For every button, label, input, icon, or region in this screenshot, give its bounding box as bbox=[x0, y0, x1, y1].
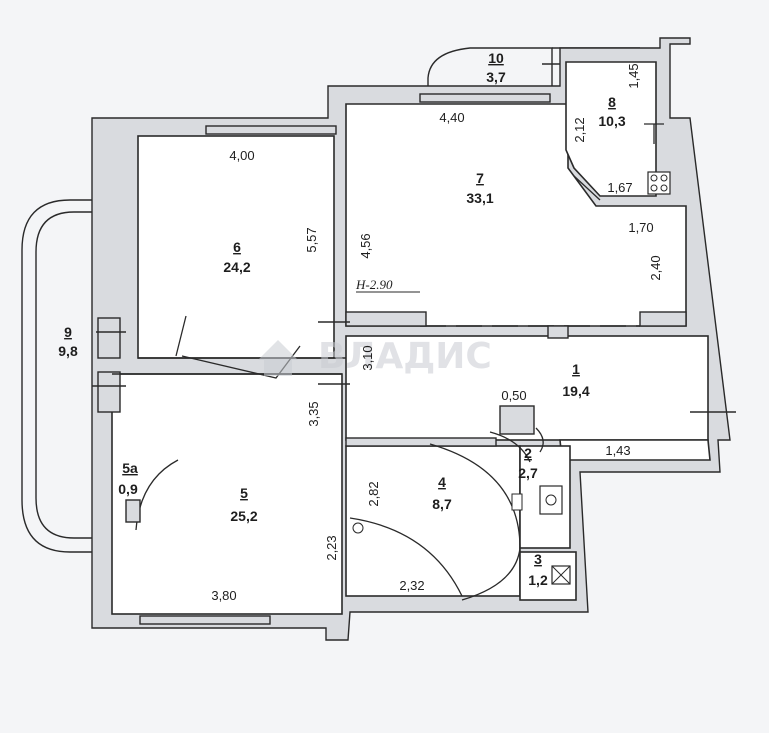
dim-2-32: 2,32 bbox=[399, 578, 424, 593]
dim-1-43: 1,43 bbox=[605, 443, 630, 458]
door-room-8 bbox=[573, 175, 601, 201]
dim-0-50: 0,50 bbox=[501, 388, 526, 403]
balcony-9-outline bbox=[21, 199, 112, 553]
room-3-number: 3 bbox=[534, 551, 542, 567]
room-2-area: 2,7 bbox=[518, 465, 538, 481]
dim-4-56: 4,56 bbox=[358, 233, 373, 258]
room-6-number: 6 bbox=[233, 239, 241, 255]
door-room-4-arc bbox=[349, 517, 463, 597]
room-8 bbox=[565, 61, 657, 197]
wall-stub-7-right bbox=[639, 311, 687, 327]
sink-icon bbox=[644, 123, 664, 144]
room-1 bbox=[345, 335, 709, 441]
stove-burner-icon bbox=[660, 174, 668, 182]
watermark-house-icon bbox=[258, 340, 298, 376]
dim-2-82: 2,82 bbox=[366, 481, 381, 506]
room-1-niche bbox=[559, 439, 711, 461]
room-8-number: 8 bbox=[608, 94, 616, 110]
door-room-6-leaf bbox=[175, 315, 187, 357]
stove-burner-icon bbox=[660, 184, 668, 192]
dim-3-35: 3,35 bbox=[306, 401, 321, 426]
room-5-area: 25,2 bbox=[230, 508, 257, 524]
dim-1-70: 1,70 bbox=[628, 220, 653, 235]
wall-stub-7 bbox=[345, 311, 427, 327]
room-7-number: 7 bbox=[476, 170, 484, 186]
dim-3-80: 3,80 bbox=[211, 588, 236, 603]
room-5a-area: 0,9 bbox=[118, 481, 138, 497]
window-balcony-6 bbox=[97, 317, 121, 359]
door-room-2 bbox=[489, 431, 531, 463]
room-10-area: 3,7 bbox=[486, 69, 506, 85]
stove-burner-icon bbox=[650, 174, 658, 182]
dim-2-40: 2,40 bbox=[648, 255, 663, 280]
room-8-area: 10,3 bbox=[598, 113, 625, 129]
stove-burner-icon bbox=[650, 184, 658, 192]
watermark-text: ВЛАДИС bbox=[318, 336, 492, 377]
room-5 bbox=[111, 373, 343, 615]
room-3-area: 1,2 bbox=[528, 572, 548, 588]
shaft bbox=[499, 405, 535, 435]
balcony-10-outline bbox=[427, 47, 553, 92]
dim-2-23: 2,23 bbox=[324, 535, 339, 560]
wardrobe-5a bbox=[125, 499, 141, 523]
dim-1-67: 1,67 bbox=[607, 180, 632, 195]
dim-4-00: 4,00 bbox=[229, 148, 254, 163]
dim-3-10: 3,10 bbox=[360, 345, 375, 370]
dim-1-45: 1,45 bbox=[626, 63, 641, 88]
partition-1-4 bbox=[345, 437, 497, 447]
room-9-area: 9,8 bbox=[58, 343, 78, 359]
window-room-7 bbox=[419, 93, 551, 103]
balcony-9-inner-outline bbox=[35, 211, 112, 539]
dim-4-40: 4,40 bbox=[439, 110, 464, 125]
room-2-number: 2 bbox=[524, 445, 532, 461]
window-room-5 bbox=[139, 615, 271, 625]
dim-5-57: 5,57 bbox=[304, 227, 319, 252]
window-room-6 bbox=[205, 125, 337, 135]
room-1-number: 1 bbox=[572, 361, 580, 377]
room-5a-number: 5а bbox=[122, 460, 138, 476]
toilet-bowl-icon bbox=[545, 494, 557, 506]
column-1 bbox=[547, 325, 569, 339]
room-4 bbox=[345, 445, 521, 597]
toilet-icon bbox=[539, 485, 563, 515]
drain-icon bbox=[352, 522, 364, 534]
room-4-number: 4 bbox=[438, 474, 446, 490]
stove-icon bbox=[647, 171, 671, 195]
room-10-number: 10 bbox=[488, 50, 504, 66]
door-room-2-b bbox=[535, 427, 544, 453]
window-balcony-5 bbox=[97, 371, 121, 413]
room-4-area: 8,7 bbox=[432, 496, 452, 512]
room-6-area: 24,2 bbox=[223, 259, 250, 275]
room-5-number: 5 bbox=[240, 485, 248, 501]
room-1-area: 19,4 bbox=[562, 383, 589, 399]
room-9-number: 9 bbox=[64, 324, 72, 340]
door-room-4-curve bbox=[429, 443, 521, 601]
boiler-cross-icon bbox=[551, 565, 571, 585]
dim-2-12: 2,12 bbox=[572, 117, 587, 142]
ceiling-height-label: H-2.90 bbox=[355, 277, 393, 292]
room-7-area: 33,1 bbox=[466, 190, 493, 206]
room-6 bbox=[137, 135, 335, 359]
sink-room-2-icon bbox=[511, 493, 523, 511]
